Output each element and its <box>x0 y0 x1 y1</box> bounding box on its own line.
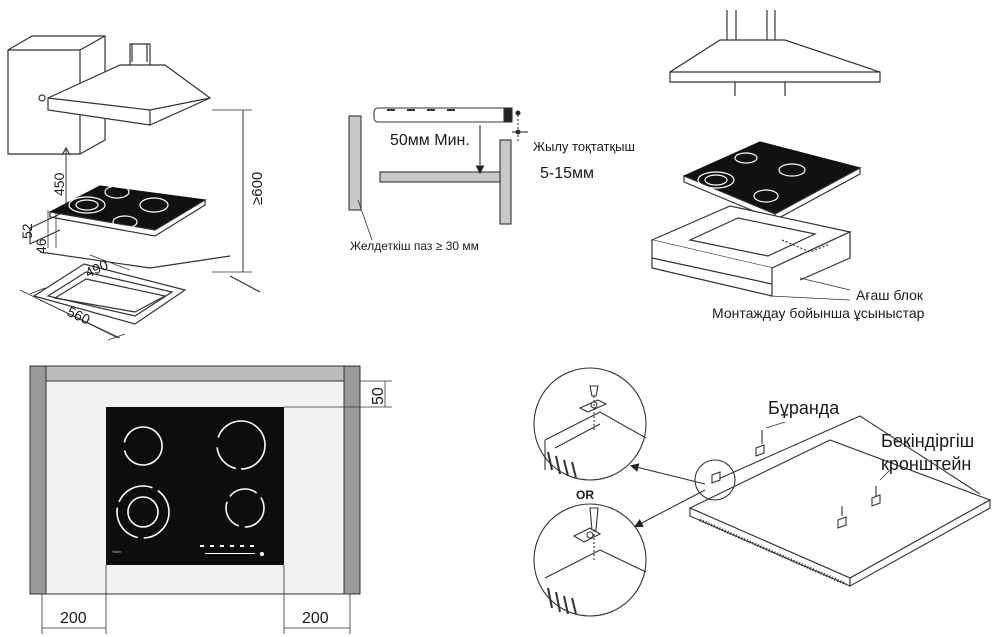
dim-46-label: 46 <box>33 238 49 254</box>
vent-slot-label: Желдеткіш паз ≥ 30 мм <box>350 239 479 253</box>
panel-brackets-labels: Бұранда Бекіндіргіш кронштейн OR <box>576 398 974 502</box>
wood-block-label: Ағаш блок <box>856 287 924 303</box>
range-label: 5-15мм <box>540 165 594 182</box>
screw-label: Бұранда <box>768 398 840 418</box>
panel-cross-section <box>348 107 528 241</box>
dim-top-label: 50 <box>370 387 387 405</box>
dim-450-label: 450 <box>51 172 67 196</box>
bracket-label-line1: Бекіндіргіш <box>881 431 974 451</box>
brand-logo: Haier <box>112 549 122 554</box>
panel-top-view: Haier <box>29 365 392 634</box>
dim-left-label: 200 <box>60 610 87 627</box>
dim-right-label: 200 <box>302 610 329 627</box>
panel-cross-section-labels: 50мм Мин. Жылу тоқтатқыш 5-15мм Желдеткі… <box>350 132 635 253</box>
cooktop-glass <box>106 407 284 565</box>
heat-stop-label: Жылу тоқтатқыш <box>533 139 635 154</box>
panel-top-view-labels: 50 200 200 <box>60 387 387 627</box>
or-label: OR <box>576 488 594 502</box>
install-tips-label: Монтаждау бойынша ұсыныстар <box>712 305 925 321</box>
panel-island-labels: Ағаш блок Монтаждау бойынша ұсыныстар <box>712 287 925 321</box>
dim-height-label: ≥600 <box>249 172 266 205</box>
panel-island-hood <box>650 10 881 301</box>
bracket-label-line2: кронштейн <box>881 454 971 474</box>
panel-brackets <box>533 367 992 617</box>
dim-52-label: 52 <box>19 223 35 239</box>
min-gap-label: 50мм Мин. <box>390 132 470 149</box>
panel-hood-clearance <box>7 35 261 341</box>
